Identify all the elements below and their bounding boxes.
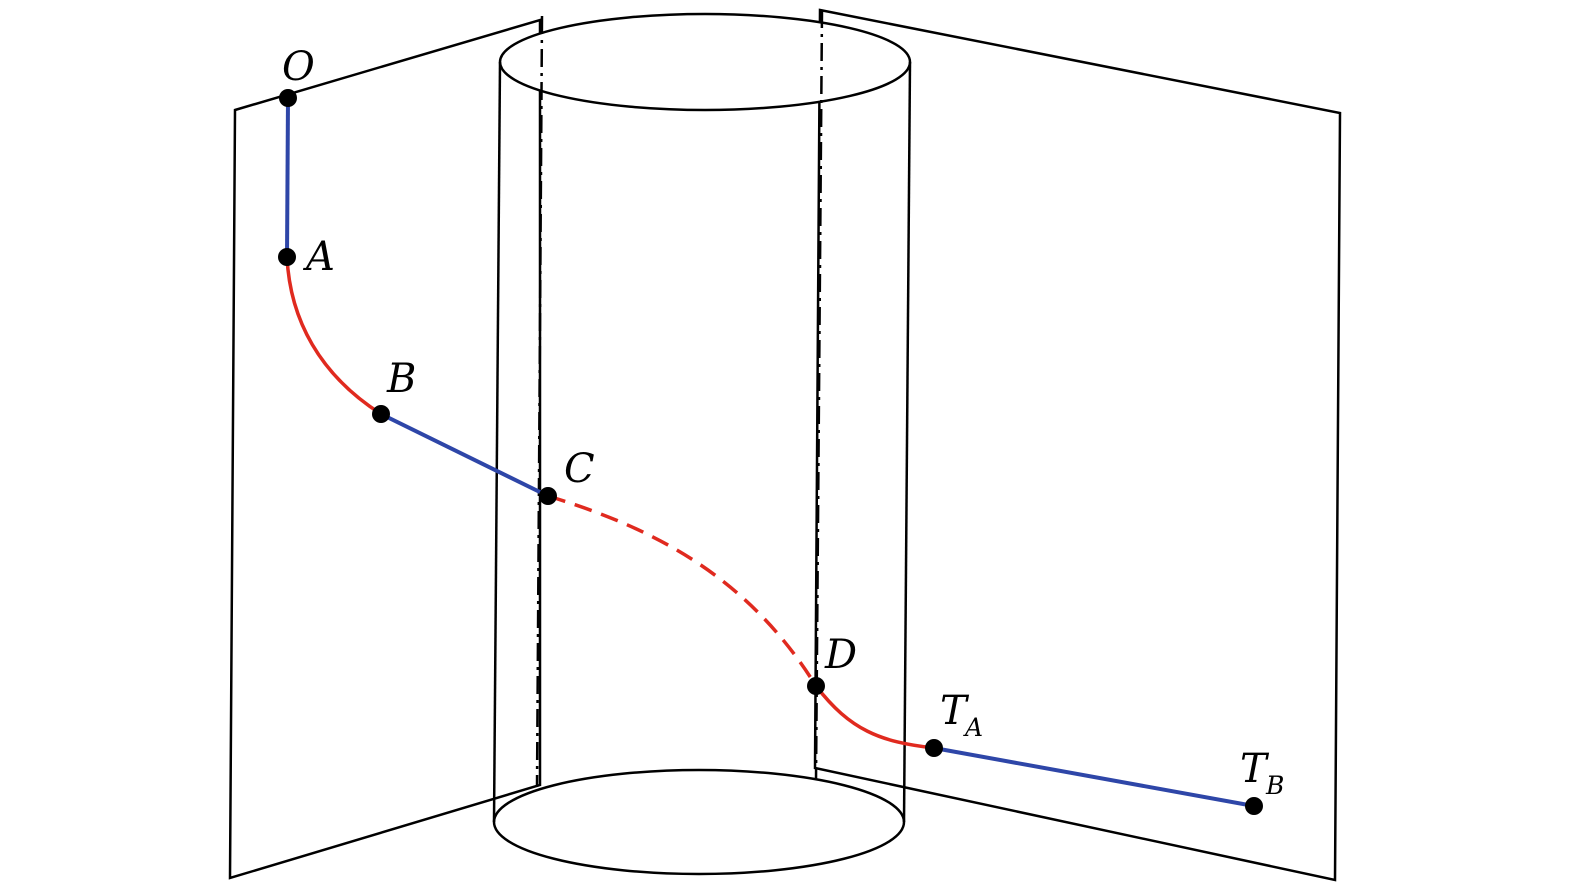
label-ta: T bbox=[940, 688, 970, 734]
label-d: D bbox=[824, 632, 857, 678]
label-o: O bbox=[282, 44, 315, 90]
right-plane bbox=[813, 8, 1342, 882]
segment-c-d bbox=[547, 494, 818, 687]
labels: O A B C D T A T B bbox=[282, 44, 1284, 800]
label-tb-subscript: B bbox=[1265, 771, 1284, 800]
label-a: A bbox=[302, 234, 335, 280]
label-tb: T bbox=[1240, 746, 1270, 792]
point-a bbox=[278, 248, 296, 266]
segment-a-b bbox=[285, 256, 382, 416]
point-o bbox=[279, 89, 297, 107]
point-tb bbox=[1245, 797, 1263, 815]
label-c: C bbox=[564, 446, 595, 492]
label-b: B bbox=[386, 356, 416, 402]
right-plane-hidden-edge bbox=[814, 9, 824, 781]
segment-ta-tb bbox=[933, 746, 1255, 808]
point-c bbox=[539, 487, 557, 505]
cylinder-left-edge bbox=[492, 61, 502, 823]
left-plane bbox=[228, 18, 542, 880]
cylinder-right-edge bbox=[902, 61, 912, 823]
segment-b-c bbox=[380, 412, 549, 498]
trajectory bbox=[285, 97, 1255, 808]
points bbox=[278, 89, 1263, 815]
label-ta-subscript: A bbox=[963, 713, 983, 742]
left-plane-hidden-edge bbox=[535, 15, 544, 788]
segment-o-a bbox=[285, 97, 290, 258]
point-ta bbox=[925, 739, 943, 757]
point-b bbox=[372, 405, 390, 423]
cylinder-top-ellipse bbox=[498, 12, 912, 112]
point-d bbox=[807, 677, 825, 695]
cylinder-bottom-ellipse bbox=[492, 768, 906, 876]
cylinder bbox=[492, 12, 912, 876]
segment-d-ta bbox=[814, 684, 935, 750]
